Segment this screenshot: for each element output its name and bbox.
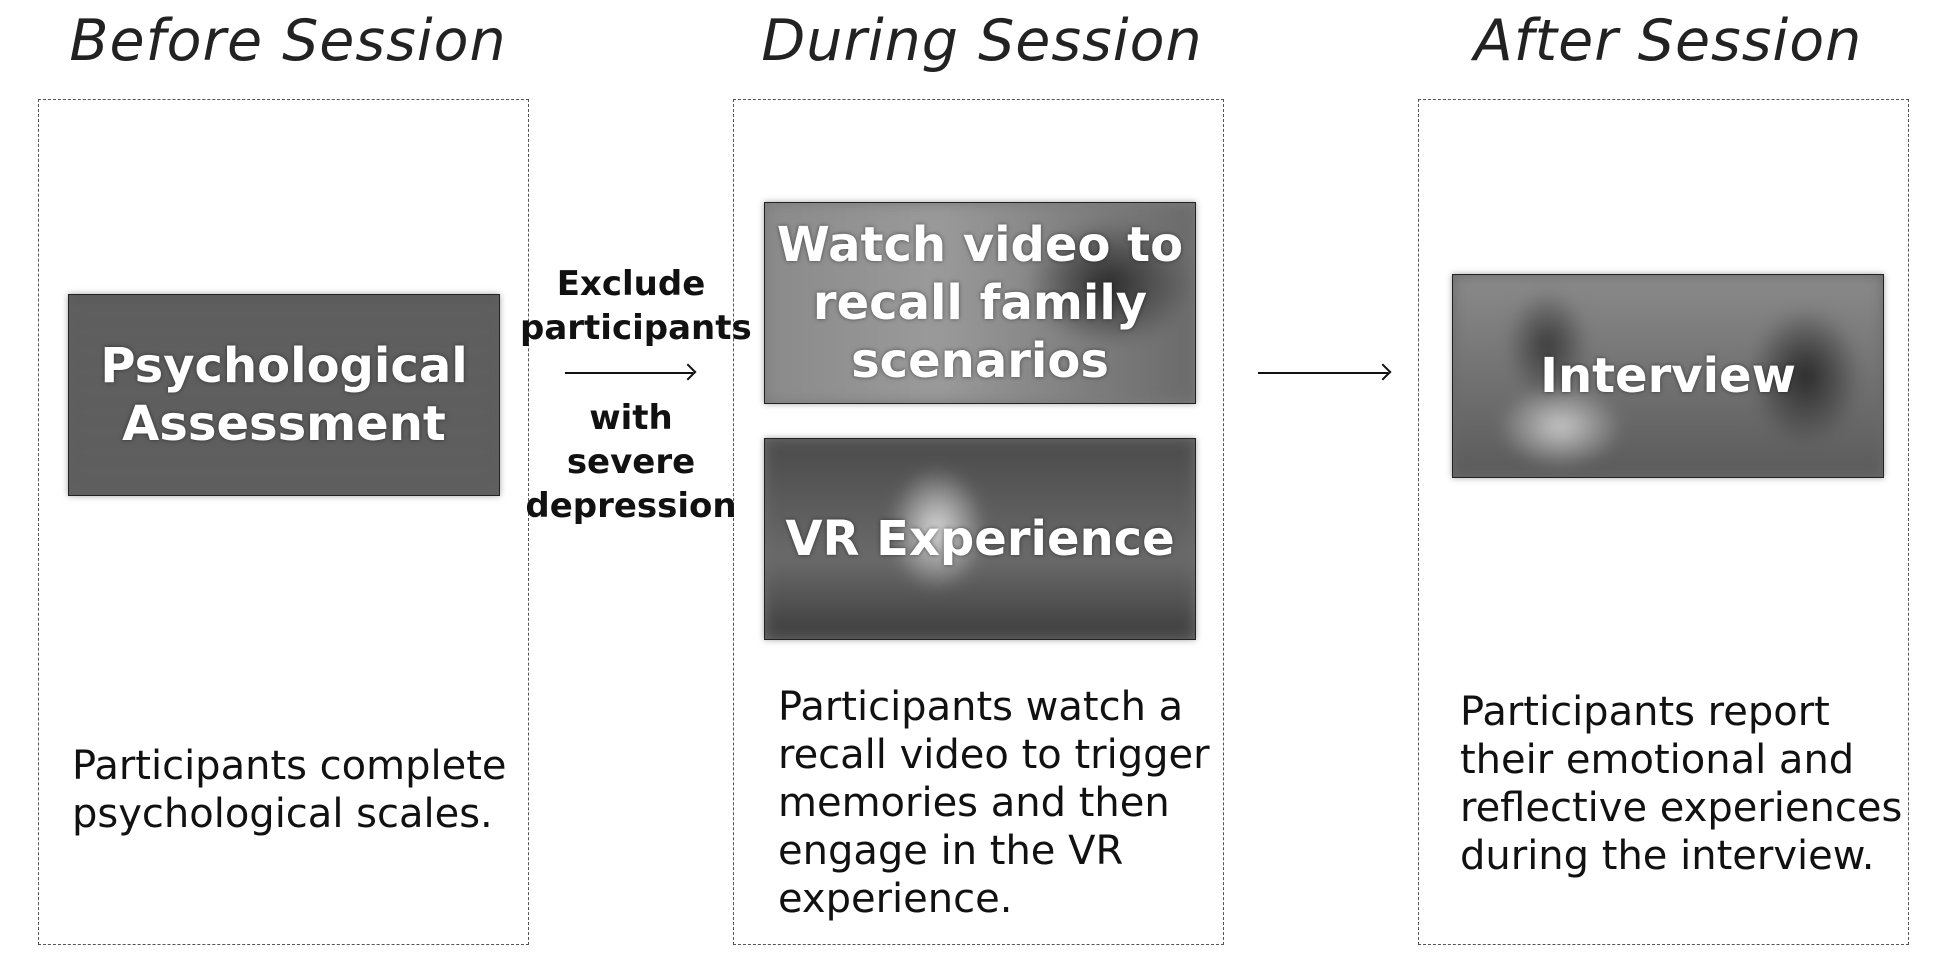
vr-experience-image: VR Experience bbox=[764, 438, 1196, 640]
panel-during bbox=[733, 99, 1224, 945]
psychological-assessment-image: Psychological Assessment bbox=[68, 294, 500, 496]
exclusion-arrow bbox=[565, 372, 693, 374]
recall-video-label: Watch video to recall family scenarios bbox=[776, 217, 1184, 389]
interview-label: Interview bbox=[1540, 348, 1796, 404]
flow-arrow bbox=[1258, 372, 1388, 374]
after-description: Participants report their emotional and … bbox=[1460, 689, 1903, 879]
stage-title-before: Before Session bbox=[69, 8, 507, 74]
during-description: Participants watch a recall video to tri… bbox=[778, 684, 1210, 922]
exclusion-text-above: Exclude participants bbox=[520, 264, 752, 348]
panel-after bbox=[1418, 99, 1909, 945]
psychological-assessment-label: Psychological Assessment bbox=[100, 338, 468, 452]
interview-image: Interview bbox=[1452, 274, 1884, 478]
exclusion-text-below: with severe depression bbox=[525, 398, 737, 526]
recall-video-image: Watch video to recall family scenarios bbox=[764, 202, 1196, 404]
stage-title-after: After Session bbox=[1473, 8, 1863, 74]
vr-experience-label: VR Experience bbox=[785, 511, 1175, 567]
before-description: Participants complete psychological scal… bbox=[72, 743, 507, 837]
panel-before bbox=[38, 99, 529, 945]
stage-title-during: During Session bbox=[761, 8, 1203, 74]
